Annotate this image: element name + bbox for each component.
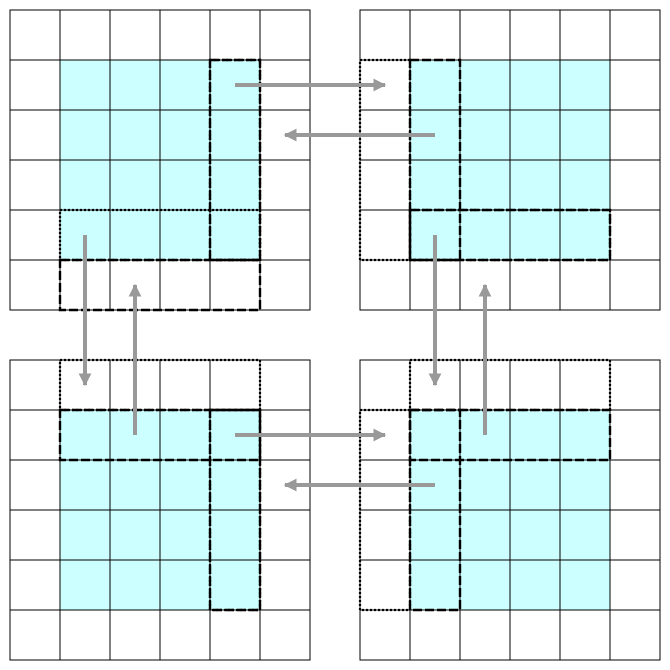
dashed-outline <box>408 208 612 262</box>
panel-bottom-left <box>9 358 311 661</box>
dashed-outline <box>208 58 262 262</box>
grid <box>9 359 311 661</box>
grid-cell <box>609 259 661 311</box>
dashed-outline <box>408 58 462 262</box>
grid-cell <box>9 559 61 611</box>
grid-cell <box>559 259 611 311</box>
grid-cell <box>609 609 661 661</box>
grid-cell <box>359 359 411 411</box>
grid-cell <box>9 209 61 261</box>
panels <box>9 9 661 661</box>
grid-cell <box>209 9 261 61</box>
grid-cell <box>359 9 411 61</box>
grid-cell <box>209 609 261 661</box>
grid-cell <box>259 209 311 261</box>
grid-cell <box>609 409 661 461</box>
grid-cell <box>259 159 311 211</box>
grid-cell <box>9 59 61 111</box>
grid-cell <box>459 9 511 61</box>
dashed-outline <box>408 408 612 462</box>
grid-cell <box>359 609 411 661</box>
grid-cell <box>509 9 561 61</box>
grid-cell <box>609 109 661 161</box>
grid-cell <box>509 359 561 411</box>
grid-cell <box>109 9 161 61</box>
grid-cell <box>209 359 261 411</box>
grid-cell <box>559 9 611 61</box>
panel-top-left <box>9 9 311 312</box>
grid-cell <box>609 559 661 611</box>
grid-cell <box>609 509 661 561</box>
grid-cell <box>609 209 661 261</box>
grid-cell <box>259 359 311 411</box>
grid-cell <box>359 259 411 311</box>
grid-cell <box>9 159 61 211</box>
grid-cell <box>9 459 61 511</box>
grid-cell <box>9 609 61 661</box>
grid-cell <box>59 609 111 661</box>
panel-bottom-right <box>358 358 661 661</box>
grid-cell <box>509 609 561 661</box>
grid <box>359 9 661 311</box>
grid-cell <box>9 259 61 311</box>
grid-cell <box>9 9 61 61</box>
grid-cell <box>359 159 411 211</box>
grid-cell <box>159 259 211 311</box>
grid-cell <box>259 509 311 561</box>
grid-cell <box>259 559 311 611</box>
grid-cell <box>109 609 161 661</box>
grid-cell <box>409 9 461 61</box>
grid-cell <box>559 609 611 661</box>
grid-cell <box>159 9 211 61</box>
grid-cell <box>609 9 661 61</box>
grid-cell <box>209 259 261 311</box>
grid <box>359 359 661 661</box>
grid-cell <box>359 509 411 561</box>
grid-cell <box>509 259 561 311</box>
grid-cell <box>159 609 211 661</box>
grid-cell <box>409 609 461 661</box>
panel-top-right <box>358 9 661 311</box>
grid-cell <box>609 59 661 111</box>
grid-cell <box>359 209 411 261</box>
grid-cell <box>559 359 611 411</box>
grid-cell <box>609 159 661 211</box>
grid-cell <box>9 359 61 411</box>
grid <box>9 9 311 311</box>
grid-cell <box>9 509 61 561</box>
grid-cell <box>359 559 411 611</box>
grid-cell <box>259 259 311 311</box>
grid-cell <box>609 459 661 511</box>
exchange-arrows <box>78 78 492 492</box>
grid-cell <box>459 609 511 661</box>
grid-cell <box>9 109 61 161</box>
grid-cell <box>259 609 311 661</box>
grid-cell <box>159 359 211 411</box>
grid-cell <box>9 409 61 461</box>
dashed-outline <box>58 258 262 312</box>
grid-cell <box>59 9 111 61</box>
grid-cell <box>259 9 311 61</box>
grid-cell <box>609 359 661 411</box>
